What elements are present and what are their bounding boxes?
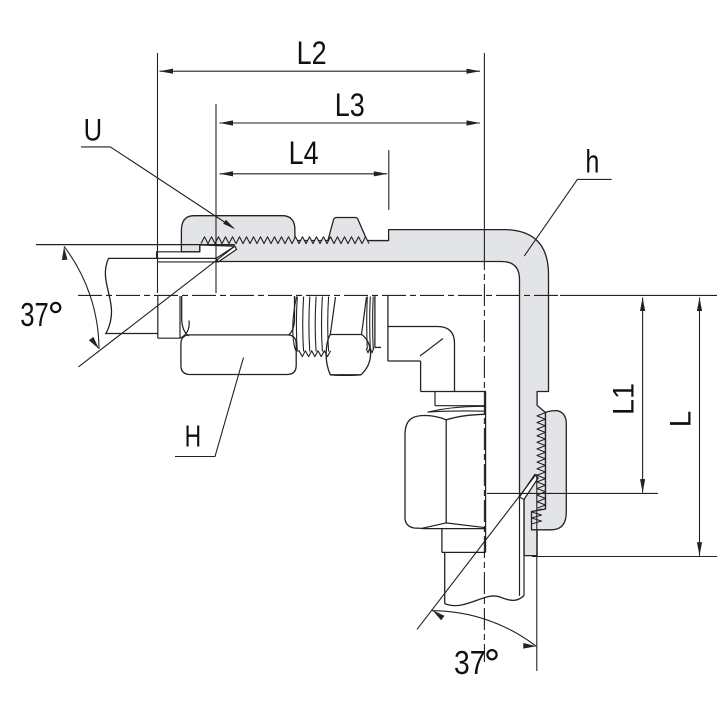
svg-text:U: U [84,112,103,148]
svg-text:L: L [665,411,698,428]
svg-text:L3: L3 [335,87,365,123]
svg-text:L2: L2 [297,35,327,71]
svg-text:37: 37 [454,644,486,681]
svg-text:H: H [185,419,202,454]
svg-text:h: h [585,144,599,180]
svg-text:37: 37 [20,296,49,333]
svg-text:L4: L4 [289,135,319,171]
svg-text:L1: L1 [608,383,641,415]
